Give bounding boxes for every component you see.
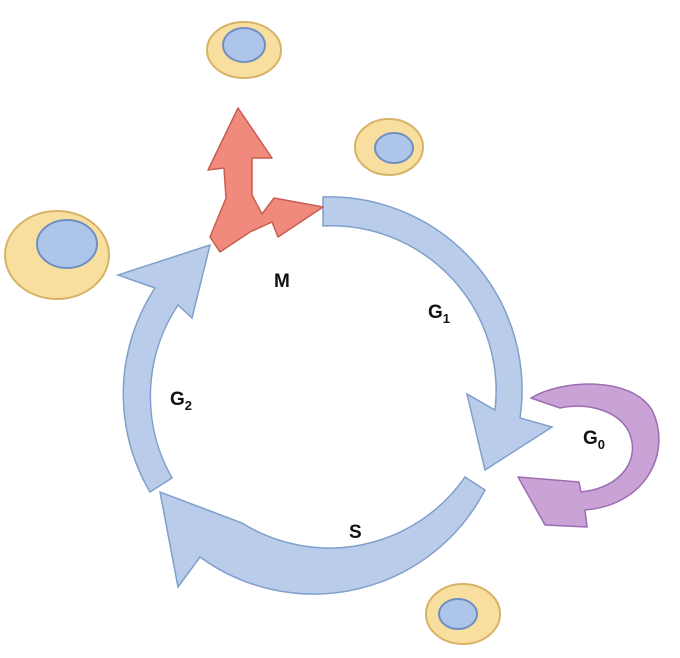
g1-arrow [322, 196, 554, 472]
label-g2: G2 [170, 389, 192, 413]
label-m: M [274, 271, 290, 292]
s-arrow [159, 475, 486, 595]
cell-bottom [425, 583, 501, 645]
mitosis-arrow [207, 107, 324, 253]
cell-large-left [4, 210, 110, 300]
label-g0: G0 [583, 428, 605, 452]
g0-arrow [517, 383, 660, 528]
cell-top [206, 21, 282, 79]
label-s: S [349, 522, 362, 543]
g2-arrow [115, 243, 212, 494]
cell-upper-right [354, 118, 424, 176]
label-g1: G1 [428, 302, 450, 326]
